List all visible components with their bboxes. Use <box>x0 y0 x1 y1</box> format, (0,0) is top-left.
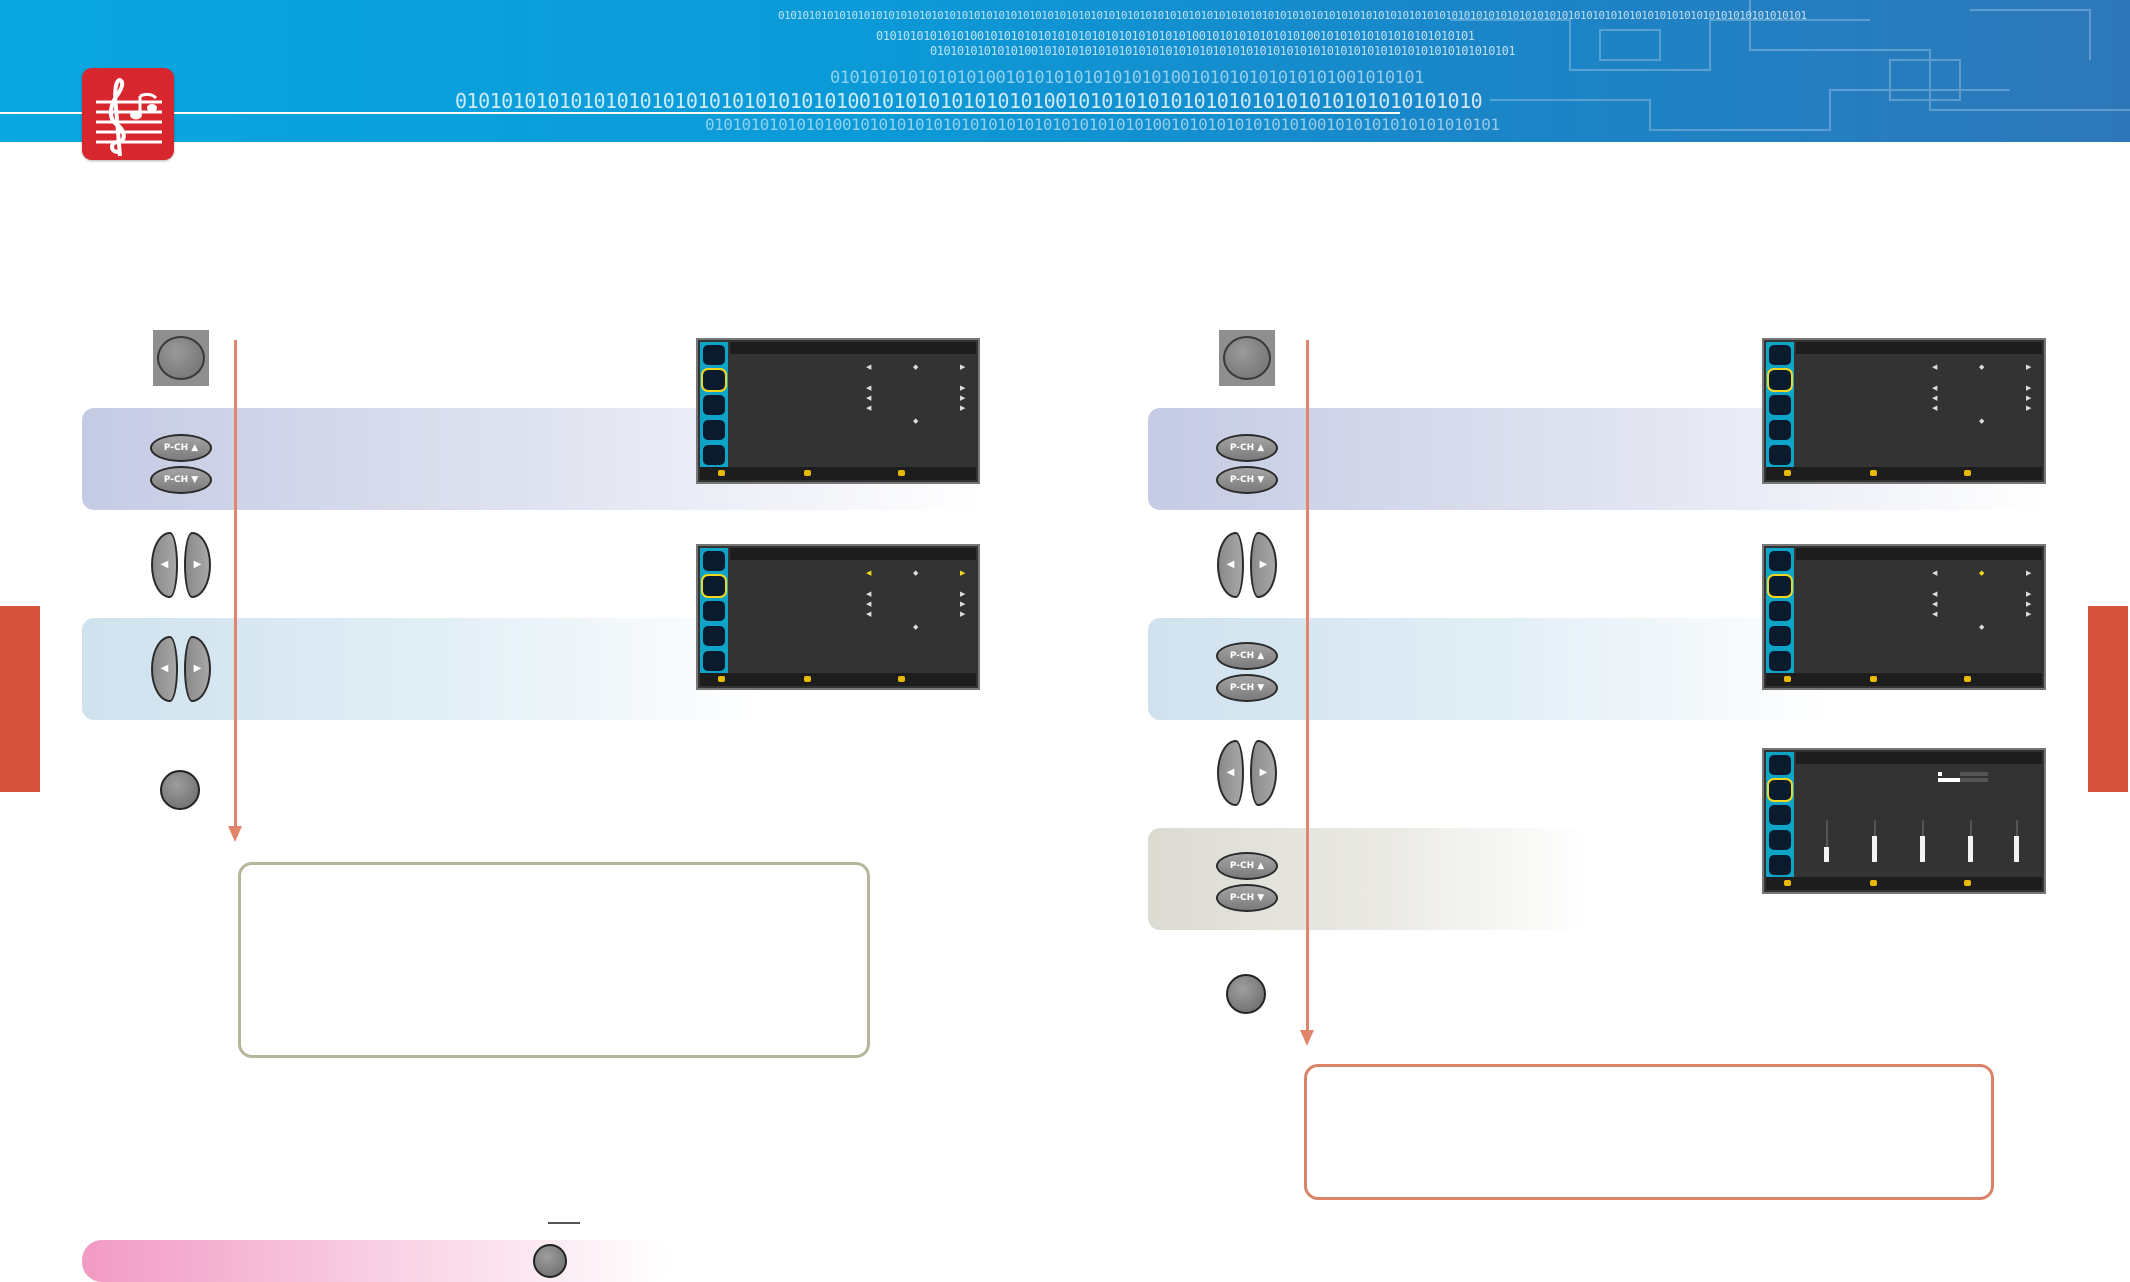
osd-footer <box>700 467 976 480</box>
osd-screen: ◀ ◆ ▶ ◀ ▶ ◀ ▶ ◀ ▶ ◆ <box>1762 544 2046 690</box>
header-rule <box>0 112 1400 114</box>
exit-button-icon <box>1226 974 1266 1014</box>
pch-down-label: P-CH ▼ <box>1216 466 1278 494</box>
channel-menu-icon <box>703 601 725 621</box>
binary-row: 0101010101010101001010101010101010100101… <box>830 68 1424 88</box>
sound-menu-icon <box>1767 778 1793 802</box>
setup-menu-icon <box>1769 420 1791 440</box>
function-menu-icon <box>1769 855 1791 875</box>
picture-menu-icon <box>703 345 725 365</box>
osd-title-bar <box>730 342 976 354</box>
channel-menu-icon <box>1769 805 1791 825</box>
volume-left-right-icon: ◀ ▶ <box>1217 532 1277 598</box>
step-band <box>1148 618 1828 720</box>
osd-screen: ◀ ◆ ▶ ◀ ▶ ◀ ▶ ◀ ▶ ◆ <box>696 338 980 484</box>
exit-button-icon <box>533 1244 567 1278</box>
eq-rail <box>1825 820 1828 862</box>
osd-equalizer-screen <box>1762 748 2046 894</box>
tip-strip <box>82 1240 672 1282</box>
volume-left-right-icon: ◀ ▶ <box>151 532 211 598</box>
function-menu-icon <box>1769 651 1791 671</box>
function-menu-icon <box>1769 445 1791 465</box>
channel-menu-icon <box>703 395 725 415</box>
side-tab-right <box>2088 606 2128 792</box>
eq-band-bar <box>1872 836 1877 862</box>
osd-footer <box>1766 673 2042 686</box>
picture-menu-icon <box>703 551 725 571</box>
osd-title-bar <box>1796 548 2042 560</box>
picture-menu-icon <box>1769 345 1791 365</box>
side-tab-left <box>0 606 40 792</box>
balance-marker <box>1938 772 1942 776</box>
osd-title-bar <box>1796 752 2042 764</box>
balance-slider <box>1938 778 1960 782</box>
sound-menu-icon <box>701 574 727 598</box>
sound-menu-icon <box>1767 574 1793 598</box>
setup-menu-icon <box>1769 830 1791 850</box>
menu-button-icon <box>153 330 209 386</box>
flow-arrow-head <box>228 826 242 842</box>
channel-menu-icon <box>1769 601 1791 621</box>
function-menu-icon <box>703 651 725 671</box>
osd-footer <box>700 673 976 686</box>
binary-row: 0101010101010101010101010101010101001010… <box>455 89 1483 113</box>
picture-menu-icon <box>1769 551 1791 571</box>
flow-arrow <box>234 340 237 830</box>
header-banner: 0101010101010101010101010101010101010101… <box>0 0 2130 142</box>
music-score-icon <box>82 68 174 160</box>
binary-row: 0101010101010100101010101010101010101010… <box>705 115 1500 134</box>
note-box <box>238 862 870 1058</box>
pch-down-label: P-CH ▼ <box>1216 674 1278 702</box>
picture-menu-icon <box>1769 755 1791 775</box>
flow-arrow <box>1306 340 1309 1036</box>
binary-row: 0101010101010100101010101010101010101010… <box>876 29 1475 43</box>
note-box <box>1304 1064 1994 1200</box>
pch-up-label: P-CH ▲ <box>150 434 212 462</box>
binary-row: 0101010101010100101010101010101010101010… <box>930 44 1516 58</box>
osd-title-bar <box>730 548 976 560</box>
program-channel-up-down-icon: P-CH ▲ P-CH ▼ <box>150 434 212 498</box>
eq-band-bar <box>2014 836 2019 862</box>
volume-left-right-icon: ◀ ▶ <box>1217 740 1277 806</box>
pch-up-label: P-CH ▲ <box>1216 434 1278 462</box>
circuit-pattern <box>1450 0 2130 131</box>
program-channel-up-down-icon: P-CH ▲ P-CH ▼ <box>1216 642 1278 706</box>
page-marker <box>548 1222 580 1224</box>
setup-menu-icon <box>703 626 725 646</box>
volume-left-right-icon: ◀ ▶ <box>151 636 211 702</box>
pch-up-label: P-CH ▲ <box>1216 642 1278 670</box>
osd-footer <box>1766 877 2042 890</box>
flow-arrow-head <box>1300 1030 1314 1046</box>
eq-band-bar <box>1968 836 1973 862</box>
exit-button-icon <box>160 770 200 810</box>
pch-down-label: P-CH ▼ <box>150 466 212 494</box>
sound-menu-icon <box>1767 368 1793 392</box>
step-band <box>1148 828 1588 930</box>
osd-title-bar <box>1796 342 2042 354</box>
setup-menu-icon <box>703 420 725 440</box>
function-menu-icon <box>703 445 725 465</box>
pch-up-label: P-CH ▲ <box>1216 852 1278 880</box>
osd-footer <box>1766 467 2042 480</box>
binary-row: 0101010101010101010101010101010101010101… <box>778 9 1807 22</box>
eq-band-bar <box>1824 847 1829 862</box>
channel-menu-icon <box>1769 395 1791 415</box>
sound-menu-icon <box>701 368 727 392</box>
program-channel-up-down-icon: P-CH ▲ P-CH ▼ <box>1216 852 1278 916</box>
pch-down-label: P-CH ▼ <box>1216 884 1278 912</box>
osd-screen: ◀ ◆ ▶ ◀ ▶ ◀ ▶ ◀ ▶ ◆ <box>1762 338 2046 484</box>
osd-screen: ◀ ◆ ▶ ◀ ▶ ◀ ▶ ◀ ▶ ◆ <box>696 544 980 690</box>
eq-band-bar <box>1920 836 1925 862</box>
program-channel-up-down-icon: P-CH ▲ P-CH ▼ <box>1216 434 1278 498</box>
setup-menu-icon <box>1769 626 1791 646</box>
menu-button-icon <box>1219 330 1275 386</box>
